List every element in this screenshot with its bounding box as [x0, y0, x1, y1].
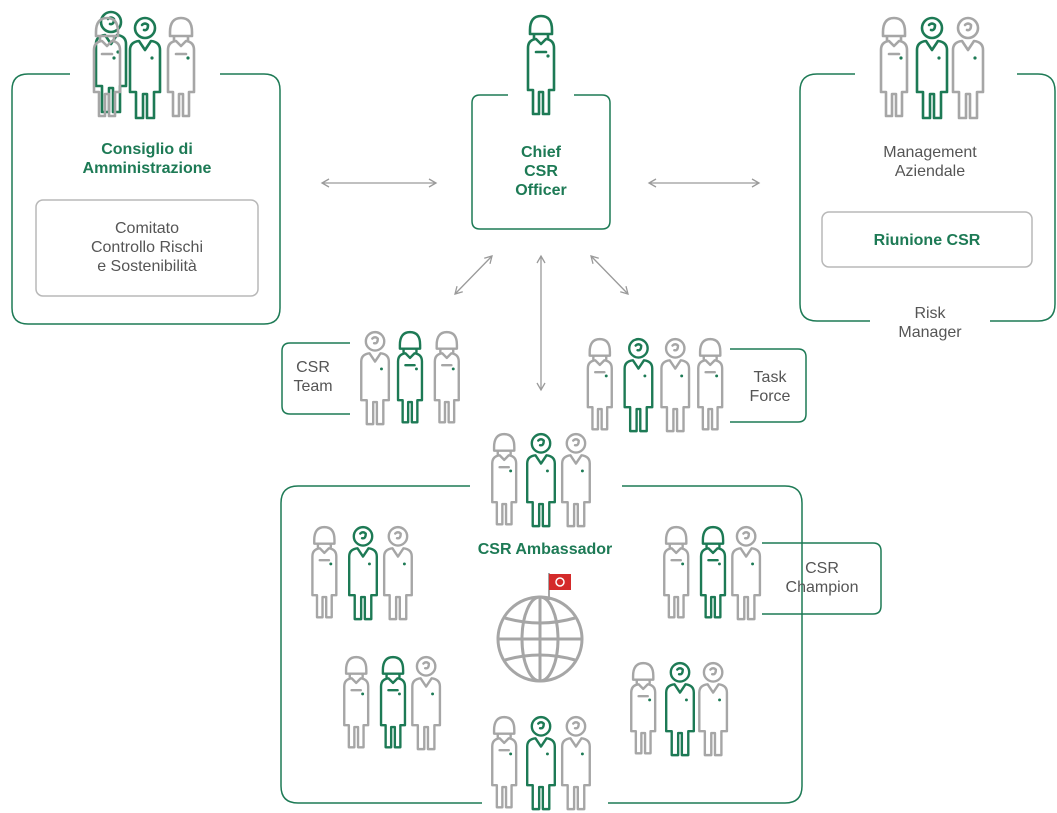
- committee-label: Comitato Controllo Rischi e Sostenibilit…: [36, 219, 258, 276]
- risk-line1: Risk: [914, 305, 946, 322]
- chief-frame: [471, 94, 611, 230]
- risk-line2: Manager: [898, 324, 962, 341]
- ambassador-frame-right: [608, 485, 803, 804]
- person-icon: [731, 525, 762, 621]
- flag-icon: [548, 573, 571, 600]
- ambassador-title: CSR Ambassador: [430, 540, 660, 559]
- meeting-label: Riunione CSR: [822, 231, 1032, 250]
- committee-line3: e Sostenibilità: [97, 258, 197, 275]
- committee-box: [35, 199, 259, 297]
- person-icon: [699, 525, 727, 619]
- task-force-line1: Task: [753, 369, 787, 386]
- person-icon: [379, 655, 407, 749]
- person-icon: [663, 525, 690, 619]
- globe-icon: [496, 595, 584, 683]
- person-icon: [526, 715, 556, 811]
- person-icon: [360, 330, 391, 426]
- meeting-box: [821, 211, 1033, 268]
- management-frame-right: [990, 73, 1056, 322]
- chief-line1: Chief: [521, 144, 561, 161]
- csr-team-label: CSR Team: [286, 358, 340, 396]
- management-frame: [799, 73, 870, 322]
- task-force-label: Task Force: [738, 368, 802, 406]
- person-icon: [382, 525, 413, 621]
- person-icon: [128, 16, 162, 120]
- chief-title: Chief CSR Officer: [472, 143, 610, 200]
- ambassador-text: CSR Ambassador: [477, 541, 613, 558]
- board-frame: [11, 73, 281, 325]
- management-line2: Aziendale: [894, 163, 966, 180]
- champion-line2: Champion: [785, 579, 859, 596]
- task-force-box: [730, 348, 807, 423]
- person-icon: [343, 655, 370, 749]
- person-icon: [698, 661, 729, 757]
- csr-team-line2: Team: [293, 378, 333, 395]
- chief-line2: CSR: [524, 163, 558, 180]
- person-icon: [915, 16, 949, 120]
- person-icon: [526, 14, 556, 116]
- person-icon: [311, 525, 338, 619]
- person-icon: [586, 337, 613, 431]
- ambassador-frame: [280, 485, 482, 804]
- person-icon: [94, 10, 128, 114]
- person-icon: [166, 16, 196, 118]
- person-icon: [560, 432, 591, 528]
- csr-champion-box: [762, 542, 882, 615]
- person-icon: [526, 432, 556, 528]
- champion-line1: CSR: [805, 560, 839, 577]
- csr-team-line1: CSR: [296, 359, 330, 376]
- board-title-line2: Amministrazione: [82, 160, 212, 177]
- person-icon: [411, 655, 442, 751]
- person-icon: [92, 16, 122, 118]
- person-icon: [951, 16, 985, 120]
- person-icon: [623, 337, 654, 433]
- person-icon: [630, 661, 657, 755]
- double-arrow-icon: [590, 255, 629, 295]
- csr-champion-label: CSR Champion: [766, 559, 878, 597]
- person-icon: [665, 661, 695, 757]
- person-icon: [491, 432, 518, 526]
- person-icon: [560, 715, 591, 811]
- board-title-line1: Consiglio di: [101, 141, 193, 158]
- task-force-line2: Force: [749, 388, 791, 405]
- meeting-text: Riunione CSR: [873, 232, 981, 249]
- double-arrow-icon: [454, 255, 493, 295]
- chief-line3: Officer: [515, 182, 567, 199]
- person-icon: [433, 330, 460, 424]
- person-icon: [879, 16, 909, 118]
- person-icon: [396, 330, 424, 424]
- committee-line2: Controllo Rischi: [90, 239, 204, 256]
- person-icon: [697, 337, 724, 431]
- csr-team-box: [281, 342, 350, 415]
- risk-manager-label: Risk Manager: [870, 304, 990, 342]
- board-title: Consiglio di Amministrazione: [60, 140, 234, 178]
- management-title: Management Aziendale: [830, 143, 1030, 181]
- person-icon: [660, 337, 691, 433]
- person-icon: [348, 525, 378, 621]
- committee-line1: Comitato: [114, 220, 180, 237]
- management-line1: Management: [883, 144, 977, 161]
- person-icon: [491, 715, 518, 809]
